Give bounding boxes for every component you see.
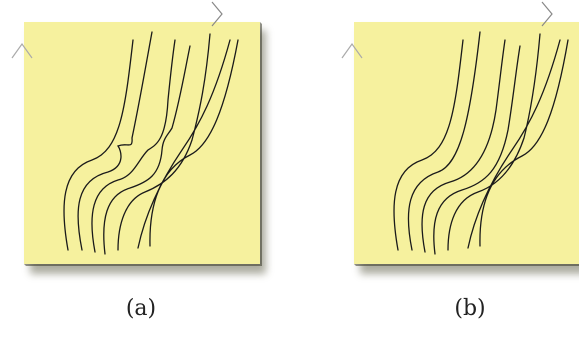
sticky-card <box>24 22 260 264</box>
y-axis-arrowhead <box>341 42 363 59</box>
curve-a-7 <box>149 39 239 247</box>
panel-a-caption: (a) <box>125 296 157 321</box>
curve-a-1 <box>63 39 134 251</box>
sticky-card <box>354 22 579 264</box>
panel-b-caption: (b) <box>454 296 486 321</box>
panel-a-illustration <box>11 1 266 274</box>
curve-a-3 <box>91 39 176 253</box>
curve-a-6 <box>137 39 231 249</box>
curve-a-4 <box>103 45 191 255</box>
curve-b-1 <box>393 39 464 251</box>
curve-family-a <box>63 31 239 255</box>
curve-b-2 <box>407 31 481 251</box>
curve-b-4 <box>433 45 521 255</box>
curve-family-b <box>393 31 569 255</box>
curve-b-7 <box>479 39 569 247</box>
curve-b-3 <box>421 39 506 253</box>
x-axis-arrowhead <box>541 1 553 27</box>
panel-b <box>330 0 579 290</box>
card-edge <box>354 264 579 266</box>
curve-b-5 <box>447 33 541 251</box>
panel-b-illustration <box>341 1 579 274</box>
curve-b-6 <box>467 39 561 249</box>
x-axis-arrowhead <box>211 1 223 27</box>
curve-a-2 <box>77 31 153 251</box>
panel-a <box>0 0 266 290</box>
curve-a-5 <box>117 33 211 251</box>
y-axis-arrowhead <box>11 42 33 59</box>
